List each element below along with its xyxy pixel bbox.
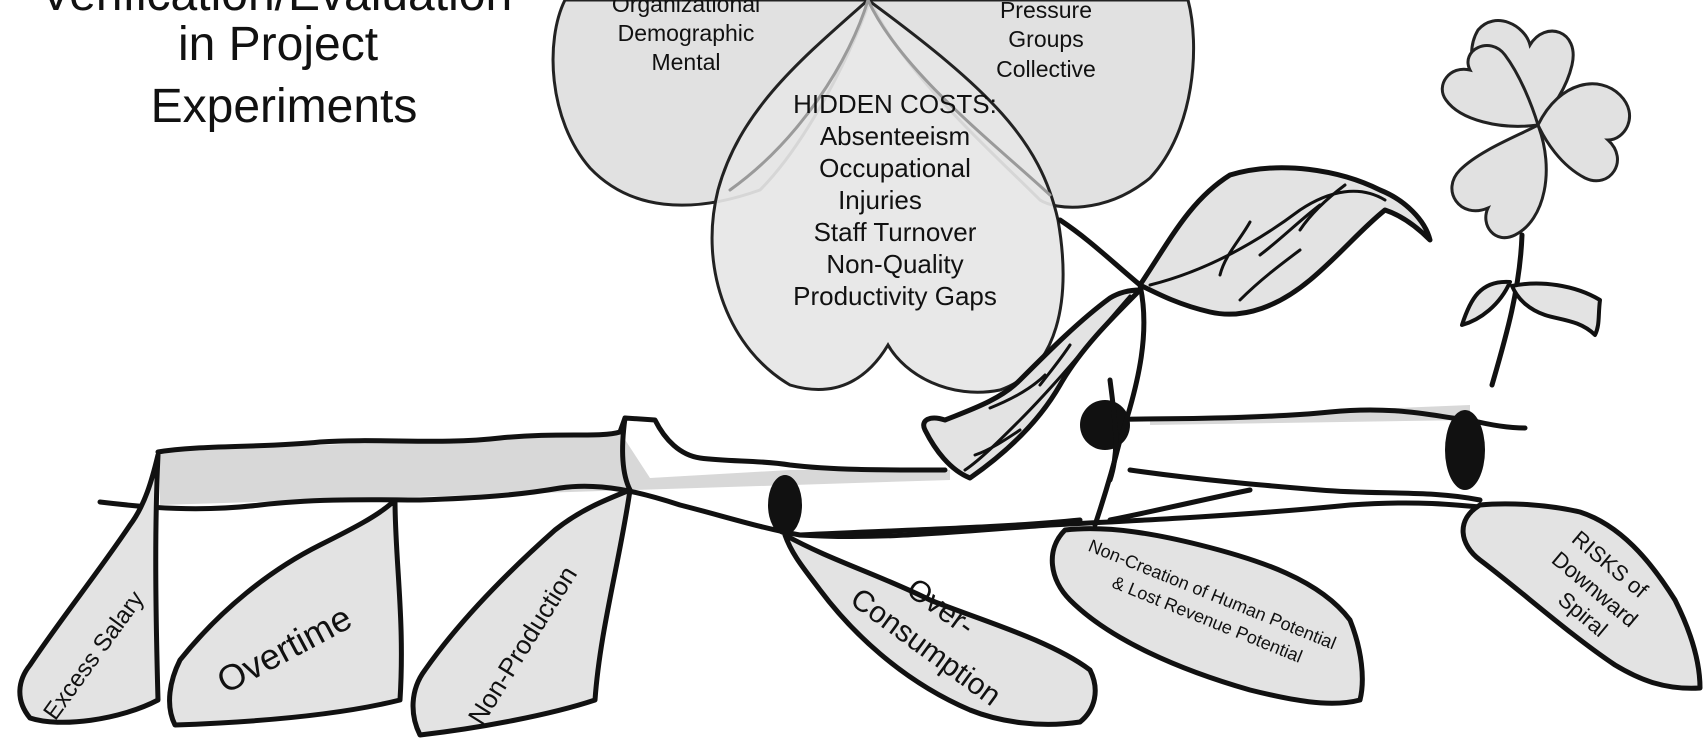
hidden-cost-item: Staff Turnover <box>814 217 977 247</box>
clover-petal <box>1452 125 1546 238</box>
petal-label: Demographic <box>618 20 755 46</box>
title-line-2: in Project <box>178 18 378 71</box>
petal-label: Collective <box>996 56 1096 82</box>
clover-leaf <box>1462 282 1510 325</box>
leaf-non-production <box>413 490 630 735</box>
hidden-costs-heading: HIDDEN COSTS: <box>793 89 997 119</box>
clover-flower <box>1442 21 1629 385</box>
petal-label: Groups <box>1008 26 1083 52</box>
diagram-title: Verification/Evaluation in Project Exper… <box>40 0 512 133</box>
petal-label: Pressure <box>1000 0 1092 23</box>
hidden-cost-item: Productivity Gaps <box>793 281 997 311</box>
right-petal-text: Pressure Groups Collective <box>996 0 1096 82</box>
hidden-cost-item: Non-Quality <box>826 249 963 279</box>
stem-leaf-upper <box>1140 168 1430 314</box>
title-line-3: Experiments <box>151 80 418 133</box>
hidden-cost-item: Absenteeism <box>820 121 970 151</box>
hidden-cost-item: Occupational <box>819 153 971 183</box>
clover-stem <box>1492 235 1522 385</box>
hidden-cost-item: Injuries <box>838 185 922 215</box>
clover-leaf <box>1512 284 1600 335</box>
leaf-over-consumption <box>785 535 1095 724</box>
petal-label: Mental <box>651 49 720 75</box>
leaf-overtime <box>170 500 402 725</box>
petal-label: Organizational <box>612 0 760 17</box>
